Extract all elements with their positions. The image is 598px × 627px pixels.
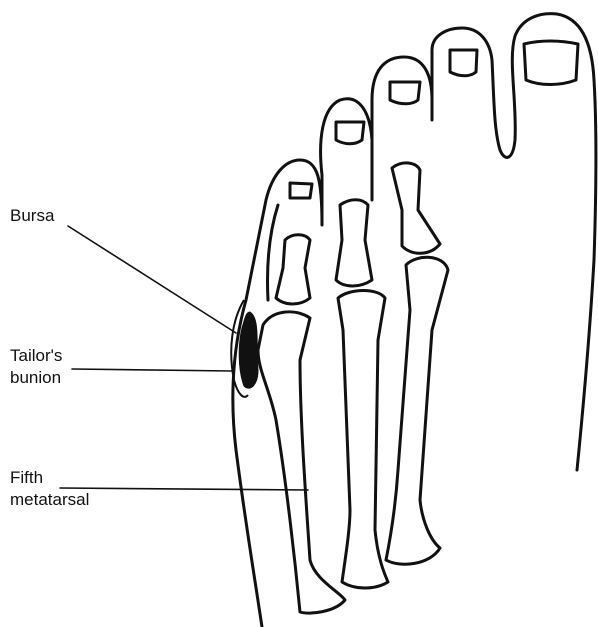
phalanx-3 [392, 163, 440, 253]
third-metatarsal-bone [386, 257, 448, 564]
little-toe-inner-line [267, 205, 278, 300]
phalanx-5 [276, 235, 310, 304]
tailors-bunion-label-line1: Tailor's [10, 346, 62, 366]
toenail-3 [390, 82, 420, 104]
bursa-sac [239, 312, 258, 388]
bursa-leader-line [68, 226, 236, 333]
toenail-4 [336, 122, 364, 144]
toenail-2 [450, 50, 477, 76]
fourth-metatarsal-bone [338, 291, 388, 589]
phalanx-4 [336, 200, 372, 286]
fifth-metatarsal-label-line1: Fifth [10, 468, 43, 488]
tailors-bunion-leader-line [72, 369, 232, 371]
fifth-metatarsal-leader-line [60, 488, 308, 490]
bursa-label: Bursa [10, 206, 54, 226]
tailors-bunion-label-line2: bunion [10, 368, 61, 388]
toenail-1 [524, 41, 578, 85]
foot-outline [233, 14, 596, 627]
toenail-5 [290, 183, 312, 198]
fifth-metatarsal-label-line2: metatarsal [10, 490, 89, 510]
fifth-metatarsal-bone [258, 312, 345, 613]
